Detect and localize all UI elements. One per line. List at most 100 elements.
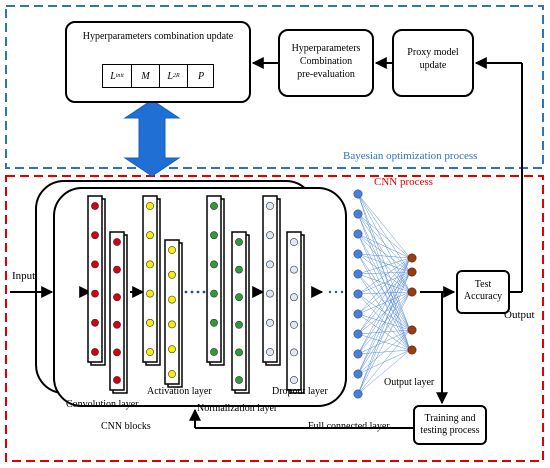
neuron-7-0: [290, 238, 298, 246]
fc-connection-1-1: [357, 213, 411, 273]
fc-connection-4-0: [357, 257, 411, 275]
neuron-2-3: [146, 289, 154, 298]
fc-connection-8-0: [357, 257, 411, 355]
fc-node-5: [353, 289, 363, 299]
cnn-region-label: CNN process: [374, 176, 433, 188]
neuron-1-2: [113, 293, 121, 302]
layer-strip-3: [164, 239, 180, 385]
fc-connection-9-1: [357, 271, 411, 375]
hyperparameters-update-box: [65, 21, 251, 103]
fc-connection-1-3: [357, 213, 411, 331]
neuron-4-3: [210, 289, 218, 298]
neuron-1-0: [113, 238, 121, 246]
neuron-5-0: [235, 238, 243, 246]
neuron-6-4: [266, 318, 274, 327]
fc-connection-2-0: [357, 233, 411, 259]
neuron-2-1: [146, 231, 154, 240]
fc-connection-8-1: [357, 271, 411, 355]
fc-connection-7-3: [357, 329, 411, 335]
neuron-4-4: [210, 318, 218, 327]
fc-connection-10-0: [357, 257, 411, 395]
neuron-3-2: [168, 295, 176, 304]
fc-node-1: [353, 209, 363, 219]
fc-connection-7-0: [357, 257, 411, 335]
cnn-region-border: [5, 175, 544, 462]
neuron-3-1: [168, 270, 176, 279]
fc-connection-0-0: [357, 193, 411, 259]
fc-connection-7-1: [357, 271, 411, 335]
neuron-2-0: [146, 202, 154, 210]
layer-strip-5: [231, 231, 247, 391]
fc-node-10: [353, 389, 363, 399]
fc-connection-5-0: [357, 257, 411, 295]
output-node-1: [407, 267, 417, 277]
neuron-0-5: [91, 348, 99, 356]
training-testing-text-2: testing process: [420, 425, 480, 436]
layer-strip-6: [262, 195, 278, 363]
layer-strip-2: [142, 195, 158, 363]
training-testing-box: [413, 405, 487, 445]
neuron-0-3: [91, 289, 99, 298]
neuron-7-2: [290, 293, 298, 302]
layer-strip-4: [206, 195, 222, 363]
fc-connection-10-1: [357, 271, 411, 395]
neuron-6-5: [266, 348, 274, 356]
neuron-4-5: [210, 348, 218, 356]
fc-connection-3-1: [357, 253, 411, 273]
fc-connection-5-1: [357, 271, 411, 295]
neuron-4-2: [210, 260, 218, 269]
neuron-1-1: [113, 265, 121, 274]
neuron-5-4: [235, 348, 243, 357]
output-node-4: [407, 345, 417, 355]
fc-node-8: [353, 349, 363, 359]
neuron-5-3: [235, 320, 243, 329]
neuron-3-0: [168, 246, 176, 254]
layer-strip-1: [109, 231, 125, 391]
neuron-7-1: [290, 265, 298, 274]
neuron-1-3: [113, 320, 121, 329]
normalization-layer-label: Normalization layer: [197, 403, 278, 414]
test-accuracy-text-2: Accuracy: [463, 291, 503, 302]
proxy-model-box: [392, 29, 474, 97]
neuron-0-0: [91, 202, 99, 210]
bayesian-region-label: Bayesian optimization process: [343, 150, 478, 162]
neuron-6-0: [266, 202, 274, 210]
layer-strip-0: [87, 195, 103, 363]
proxy-model-text-1: Proxy model: [407, 47, 459, 58]
training-testing-text-1: Training and: [424, 413, 476, 424]
neuron-3-5: [168, 370, 176, 378]
neuron-4-0: [210, 202, 218, 210]
fc-connection-3-0: [357, 253, 411, 259]
bidirectional-blue-arrow: [123, 99, 181, 177]
neuron-4-1: [210, 231, 218, 240]
ellipsis-dot-1: [190, 290, 194, 294]
fc-node-9: [353, 369, 363, 379]
pre-evaluation-text-1: Hyperparameters: [291, 43, 361, 54]
output-node-3: [407, 325, 417, 335]
neuron-6-1: [266, 231, 274, 240]
fc-connection-6-1: [357, 271, 411, 315]
param-cell-p: P: [187, 65, 214, 87]
fc-connection-2-1: [357, 233, 411, 273]
fc-connection-6-0: [357, 257, 411, 315]
fc-connection-4-1: [357, 271, 411, 275]
neuron-2-2: [146, 260, 154, 269]
fc-connection-9-0: [357, 257, 411, 375]
output-layer-label: Output layer: [384, 377, 435, 388]
output-label: Output: [504, 309, 535, 321]
convolution-layer-label: Convolution layer: [66, 399, 139, 410]
dropout-layer-label: Dropout layer: [272, 386, 328, 397]
pre-evaluation-text-3: pre-evaluation: [297, 69, 355, 80]
fc-node-0: [353, 189, 363, 199]
fc-connection-10-2: [357, 291, 411, 395]
neuron-2-5: [146, 348, 154, 356]
cnn-blocks-label: CNN blocks: [101, 421, 151, 432]
ellipsis-dot-3: [202, 290, 206, 294]
input-label: Input: [12, 270, 36, 282]
neuron-7-5: [290, 376, 298, 384]
pre-evaluation-text-2: Combination: [299, 56, 353, 67]
test-accuracy-box: [456, 270, 510, 314]
fc-connection-0-1: [357, 193, 411, 273]
